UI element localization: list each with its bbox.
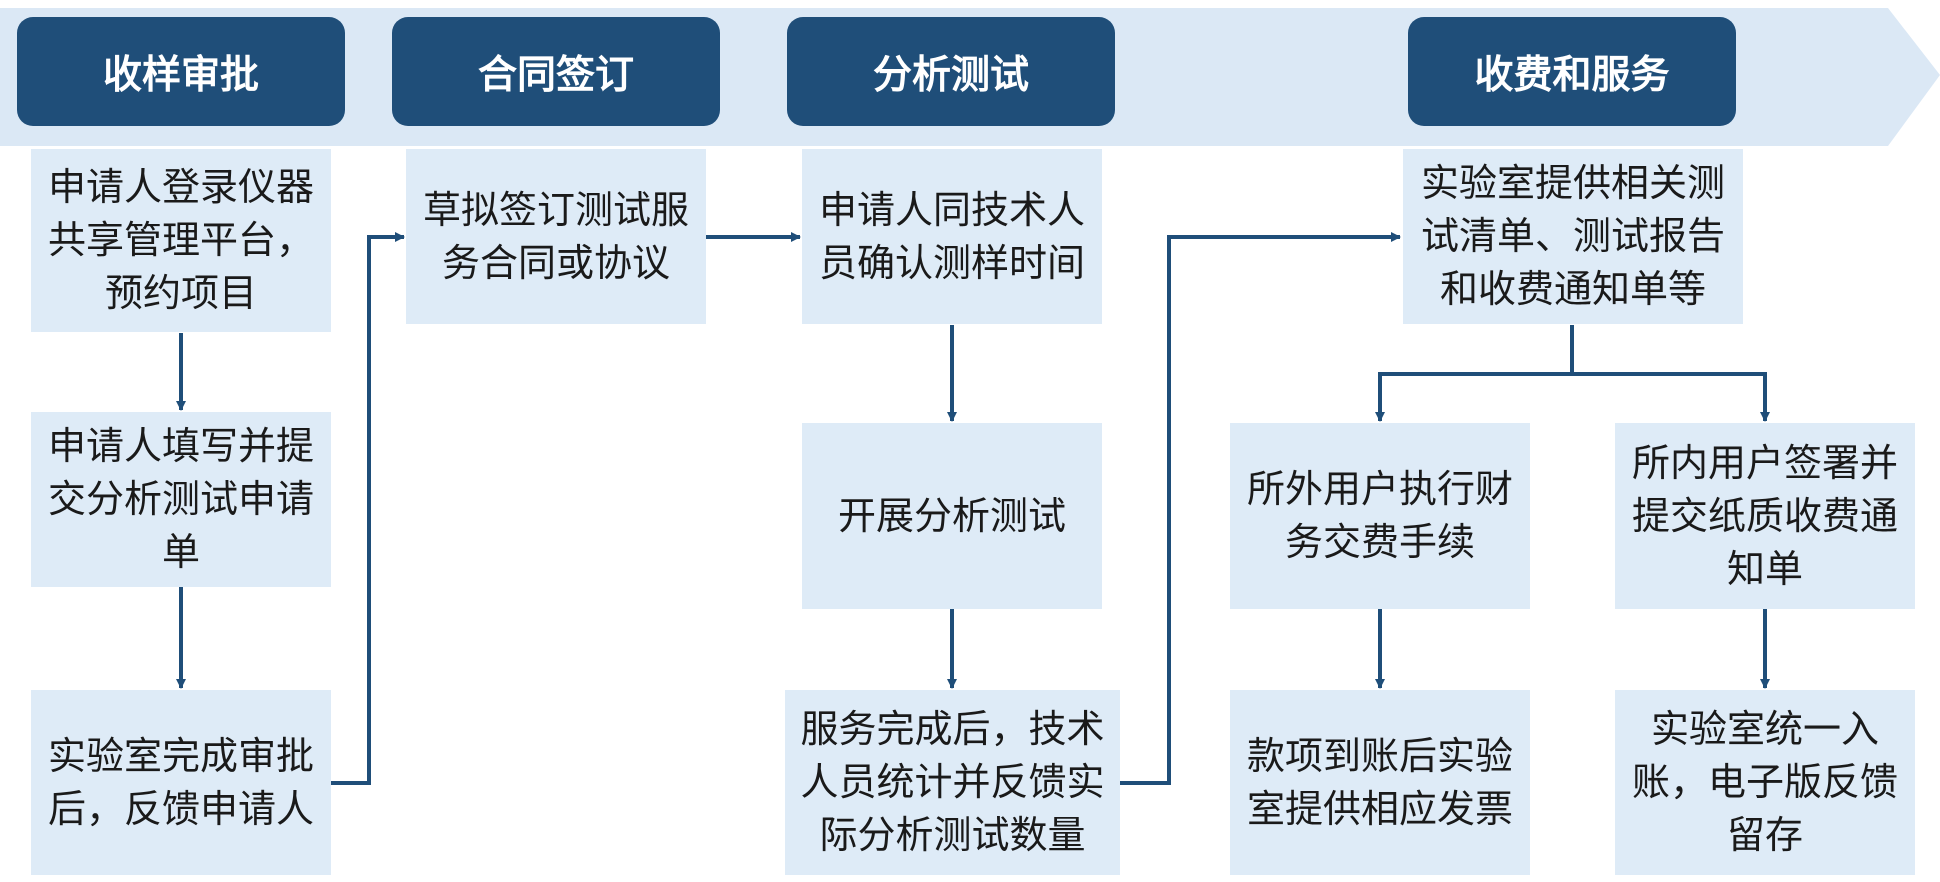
stage-sample-approval: 收样审批 [17, 17, 345, 126]
step-run-test: 开展分析测试 [802, 423, 1102, 609]
step-apply-login-text: 申请人登录仪器共享管理平台，预约项目 [47, 165, 314, 315]
step-lab-provide-text: 实验室提供相关测试清单、测试报告和收费通知单等 [1420, 161, 1725, 311]
step-lab-provide: 实验室提供相关测试清单、测试报告和收费通知单等 [1403, 149, 1743, 324]
step-fill-form: 申请人填写并提交分析测试申请单 [31, 412, 331, 587]
step-unified-account: 实验室统一入账，电子版反馈留存 [1615, 690, 1915, 875]
step-confirm-time: 申请人同技术人员确认测样时间 [802, 149, 1102, 324]
line-provide-split [1375, 325, 1574, 422]
step-service-done: 服务完成后，技术人员统计并反馈实际分析测试数量 [785, 690, 1120, 875]
stage-billing: 收费和服务 [1408, 17, 1736, 126]
stage-contract: 合同签订 [392, 17, 720, 126]
step-lab-approve: 实验室完成审批后，反馈申请人 [31, 690, 331, 875]
step-invoice: 款项到账后实验室提供相应发票 [1230, 690, 1530, 875]
step-fill-form-text: 申请人填写并提交分析测试申请单 [47, 424, 314, 574]
arrow-split-internal [1572, 372, 1770, 422]
step-service-done-text: 服务完成后，技术人员统计并反馈实际分析测试数量 [800, 707, 1105, 857]
step-internal-sign-text: 所内用户签署并提交纸质收费通知单 [1631, 440, 1898, 591]
step-internal-sign: 所内用户签署并提交纸质收费通知单 [1615, 423, 1915, 609]
step-draft-contract: 草拟签订测试服务合同或协议 [406, 149, 706, 324]
step-external-pay: 所外用户执行财务交费手续 [1230, 423, 1530, 609]
step-confirm-time-text: 申请人同技术人员确认测样时间 [818, 187, 1085, 285]
step-draft-contract-text: 草拟签订测试服务合同或协议 [422, 187, 689, 285]
step-unified-account-text: 实验室统一入账，电子版反馈留存 [1631, 707, 1898, 857]
step-apply-login: 申请人登录仪器共享管理平台，预约项目 [31, 149, 331, 332]
stage-testing: 分析测试 [787, 17, 1115, 126]
step-invoice-text: 款项到账后实验室提供相应发票 [1246, 733, 1513, 831]
step-run-test-text: 开展分析测试 [837, 493, 1066, 538]
arrow-approve-to-contract [331, 232, 405, 785]
step-lab-approve-text: 实验室完成审批后，反馈申请人 [47, 733, 314, 831]
step-external-pay-text: 所外用户执行财务交费手续 [1246, 467, 1513, 564]
